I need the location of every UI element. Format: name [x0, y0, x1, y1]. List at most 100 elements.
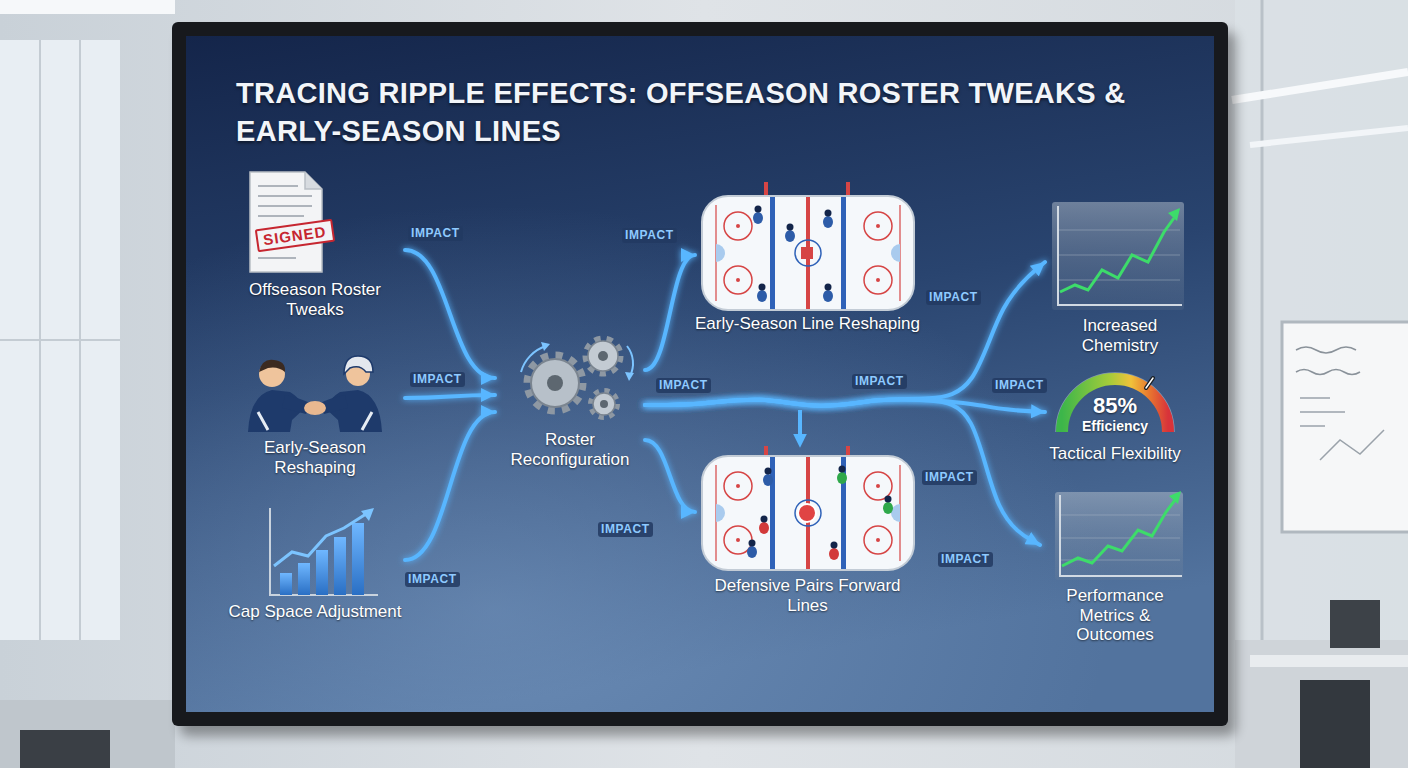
decorative-arrow [798, 410, 802, 436]
rink-icon [757, 284, 767, 303]
cap-chart-icon [361, 508, 374, 521]
edge-label: IMPACT [926, 290, 981, 305]
cap-chart-icon [334, 537, 346, 595]
rink-node: Defensive Pairs Forward Lines [695, 450, 920, 620]
handshake-icon [344, 356, 373, 374]
gauge-node: 85% EfficiencyTactical Flexibility [1045, 370, 1185, 468]
screen [186, 36, 1214, 712]
edge-label: IMPACT [992, 378, 1047, 393]
rink-icon [837, 466, 847, 485]
gears-icon [521, 346, 546, 372]
cap-chart-icon [270, 508, 378, 595]
office-room [1235, 640, 1408, 768]
gears-icon [598, 351, 608, 361]
node-label: Cap Space Adjustment [225, 602, 405, 622]
office-room [1282, 322, 1408, 532]
impact-connector [645, 262, 1045, 406]
node-label: Increased Chemistry [1045, 316, 1195, 355]
screen [172, 22, 1236, 736]
impact-connector [405, 395, 495, 398]
office-room [1232, 72, 1408, 100]
edge-label: IMPACT [405, 572, 460, 587]
gears-icon [547, 375, 563, 391]
office-room [0, 0, 175, 14]
cap-chart-icon [280, 573, 292, 595]
office-room [20, 730, 110, 768]
rink-icon [785, 224, 795, 243]
gears-node: Roster Reconfiguration [495, 334, 645, 474]
impact-connector [645, 440, 695, 512]
impact-label: IMPACT [938, 552, 993, 567]
node-label: Performance Metrics & Outcomes [1040, 586, 1190, 645]
handshake-icon [304, 401, 326, 415]
node-label: 85% Efficiency [1075, 393, 1155, 434]
gears-icon [600, 400, 608, 408]
handshake-node: Early-Season Reshaping [225, 352, 405, 482]
line-chart-icon [1055, 492, 1183, 580]
signed-stamp: SIGNED [255, 219, 335, 253]
office-room [1250, 655, 1408, 667]
handshake-icon [248, 356, 382, 432]
rink-icon [829, 542, 839, 561]
line-chart-icon [1052, 202, 1184, 310]
gears-icon [591, 391, 617, 417]
impact-connector [405, 250, 495, 378]
decorative-arrow [800, 410, 801, 436]
chart-node: Increased Chemistry [1045, 198, 1195, 360]
rink-icon [702, 456, 914, 570]
edge-label: IMPACT [408, 226, 463, 241]
impact-label: IMPACT [656, 378, 711, 393]
rink-icon [702, 446, 914, 570]
gears-icon [586, 339, 620, 373]
cap-chart-icon [298, 563, 310, 595]
cap-chart-node: Cap Space Adjustment [225, 502, 405, 626]
rink-icon [823, 210, 833, 229]
node-label: Offseason Roster Tweaks [225, 280, 405, 319]
office-room [0, 339, 120, 341]
rink-icon [883, 496, 893, 515]
gears-icon [531, 359, 579, 407]
document-icon [305, 172, 322, 189]
rink-icon [823, 284, 833, 303]
office-room [0, 700, 175, 768]
line-chart-icon [1168, 208, 1180, 221]
screen [180, 32, 1236, 736]
line-chart-icon [1055, 491, 1183, 580]
node-label: Defensive Pairs Forward Lines [695, 576, 920, 615]
office-room [0, 40, 120, 640]
diagram-title: TRACING RIPPLE EFFECTS: OFFSEASON ROSTER… [236, 74, 1136, 150]
line-chart-icon [1052, 202, 1184, 310]
screen [186, 36, 1214, 712]
line-chart-icon [1058, 206, 1182, 305]
rink-icon [763, 468, 773, 487]
cap-chart-icon [316, 550, 328, 595]
office-room [1296, 347, 1356, 353]
gears-icon [528, 356, 582, 410]
rink-icon [764, 182, 768, 196]
edge-label: IMPACT [922, 470, 977, 485]
gears-icon [625, 372, 634, 381]
rink-icon [759, 516, 769, 535]
impact-label: IMPACT [852, 374, 907, 389]
office-room [1300, 680, 1370, 768]
cap-chart-icon [352, 523, 364, 595]
line-chart-icon [1169, 491, 1181, 504]
gears-icon [541, 342, 550, 351]
impact-connector [405, 412, 495, 560]
rink-icon [747, 540, 757, 559]
impact-connector [645, 255, 695, 370]
node-label: Roster Reconfiguration [495, 430, 645, 469]
office-room [1330, 600, 1380, 648]
edge-label: IMPACT [410, 372, 465, 387]
cap-chart-icon [270, 508, 378, 595]
rink-icon [798, 504, 816, 522]
gears-icon [521, 339, 634, 417]
gauge-icon [1146, 378, 1153, 388]
line-chart-icon [1062, 500, 1175, 566]
node-label: Early-Season Line Reshaping [695, 314, 920, 334]
rink-icon [753, 206, 763, 225]
handshake-icon [259, 360, 285, 372]
office-room [1296, 370, 1360, 375]
